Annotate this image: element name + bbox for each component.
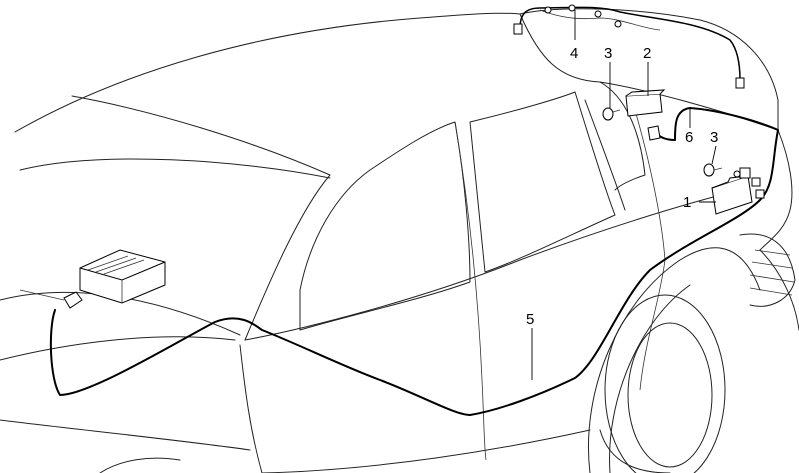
cable-connector [647, 125, 661, 141]
c-pillar-line [631, 99, 666, 261]
antenna-amplifier-part [711, 167, 765, 215]
callout-4: 4 [570, 45, 578, 62]
vehicle-outline [0, 8, 799, 473]
windshield-top [71, 95, 331, 176]
rear-bumper [759, 249, 799, 331]
antenna-cable [49, 107, 779, 416]
rear-door-line [639, 259, 666, 391]
roof-line [14, 12, 521, 133]
b-pillar-line [454, 121, 487, 461]
callout-6: 6 [685, 129, 693, 146]
body-lower [239, 344, 263, 473]
wheel-arch [588, 247, 761, 473]
callout-3-upper: 3 [604, 45, 612, 62]
a-pillar [244, 174, 331, 341]
rear-tire [604, 294, 726, 473]
leader-lines [531, 10, 717, 380]
hood-lower [0, 336, 236, 361]
screw-lower [703, 163, 723, 177]
radio-module [79, 249, 166, 304]
rocker-panel [261, 429, 591, 473]
tail-light-ribs [749, 249, 795, 296]
front-wheel-arch [99, 457, 181, 473]
callout-3-lower: 3 [710, 129, 718, 146]
rear-rim [627, 322, 713, 468]
rear-window [469, 91, 616, 273]
tailgate-edge [759, 129, 793, 251]
windshield-edge [19, 158, 331, 179]
tailgate-glass [519, 8, 779, 131]
front-connector [19, 289, 83, 309]
callout-labels: 1 2 3 3 4 5 6 [526, 45, 718, 328]
screw-upper [602, 107, 621, 121]
tailgate-harness [513, 4, 745, 89]
door-sill [244, 189, 741, 341]
fender-line [0, 419, 251, 451]
tailgate-module-part [625, 89, 666, 117]
quarter-window [599, 81, 646, 191]
wheel-arch-inner [609, 284, 691, 473]
callout-1: 1 [683, 194, 691, 211]
callout-5: 5 [526, 311, 534, 328]
tail-light [739, 233, 796, 307]
front-window [299, 121, 471, 331]
rear-window-inner [584, 99, 626, 211]
callout-2: 2 [643, 45, 651, 62]
